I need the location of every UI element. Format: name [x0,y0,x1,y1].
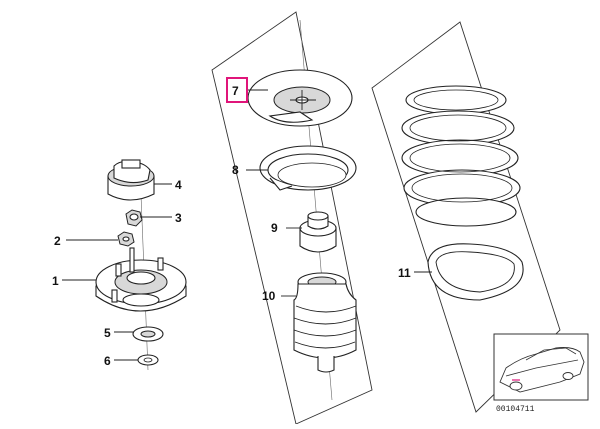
part-7-spring-pad[interactable] [247,69,353,127]
part-5-washer[interactable] [132,326,164,342]
part-11-lower-spring-pad[interactable] [427,243,524,301]
part-3-nut[interactable] [125,209,143,227]
part-1-strut-mount[interactable] [95,247,187,312]
callout-6[interactable]: 6 [104,354,111,368]
callout-7[interactable]: 7 [232,84,239,98]
part-9-bump-stop[interactable] [299,211,337,253]
part-6-washer[interactable] [137,354,159,366]
callout-9[interactable]: 9 [271,221,278,235]
car-icon [499,347,585,393]
callout-2[interactable]: 2 [54,234,61,248]
group-frame-center [211,11,373,425]
group-frame-right [371,21,561,413]
callout-11[interactable]: 11 [398,266,411,280]
callout-4[interactable]: 4 [175,178,182,192]
part-10-dust-boot[interactable] [293,272,357,373]
callout-5[interactable]: 5 [104,326,111,340]
part-2-nut[interactable] [117,231,135,247]
callout-7-highlight [226,77,248,103]
coil-spring [401,85,521,227]
car-thumbnail [493,333,589,401]
diagram-code: 00104711 [496,405,535,414]
part-4-cap[interactable] [107,159,155,201]
callout-1[interactable]: 1 [52,274,59,288]
callout-10[interactable]: 10 [262,289,276,303]
part-8-spring-seat[interactable] [259,145,357,191]
callout-3[interactable]: 3 [175,211,182,225]
callout-8[interactable]: 8 [232,163,239,177]
